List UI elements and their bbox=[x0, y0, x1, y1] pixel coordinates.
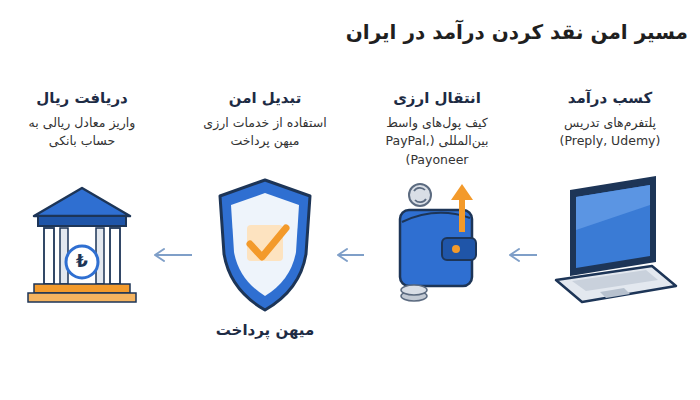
step-heading: کسب درآمد bbox=[540, 88, 680, 108]
step-node: تبدیل امن استفاده از خدمات ارزی میهن پردا… bbox=[195, 88, 335, 340]
shield-icon bbox=[220, 180, 310, 310]
currency-symbol: ₺ bbox=[70, 253, 94, 270]
laptop-icon bbox=[556, 176, 676, 302]
step-node: دریافت ریال واریز معادل ریالی به حساب بان… bbox=[12, 88, 152, 340]
step-node: کسب درآمد پلتفرم‌های تدریس (Preply, Udemy… bbox=[540, 88, 680, 340]
step-heading: دریافت ریال bbox=[12, 88, 152, 108]
step-description: کیف پول‌های واسط بین‌المللی (PayPal, Pay… bbox=[367, 114, 507, 168]
flow-arrow bbox=[338, 249, 364, 261]
flow-arrow bbox=[510, 249, 537, 261]
step-heading: انتقال ارزی bbox=[367, 88, 507, 108]
icon-caption: میهن پرداخت bbox=[195, 321, 335, 341]
bank-icon bbox=[28, 188, 136, 302]
step-heading: تبدیل امن bbox=[195, 88, 335, 108]
step-description: واریز معادل ریالی به حساب بانکی bbox=[12, 114, 152, 150]
step-description: پلتفرم‌های تدریس (Preply, Udemy) bbox=[540, 114, 680, 150]
step-node: انتقال ارزی کیف پول‌های واسط بین‌المللی (… bbox=[367, 88, 507, 340]
flow-arrow bbox=[155, 249, 192, 261]
wallet-icon bbox=[400, 184, 476, 301]
diagram-title: مسیر امن نقد کردن درآمد در ایران bbox=[346, 20, 688, 44]
step-description: استفاده از خدمات ارزی میهن پرداخت bbox=[195, 114, 335, 150]
